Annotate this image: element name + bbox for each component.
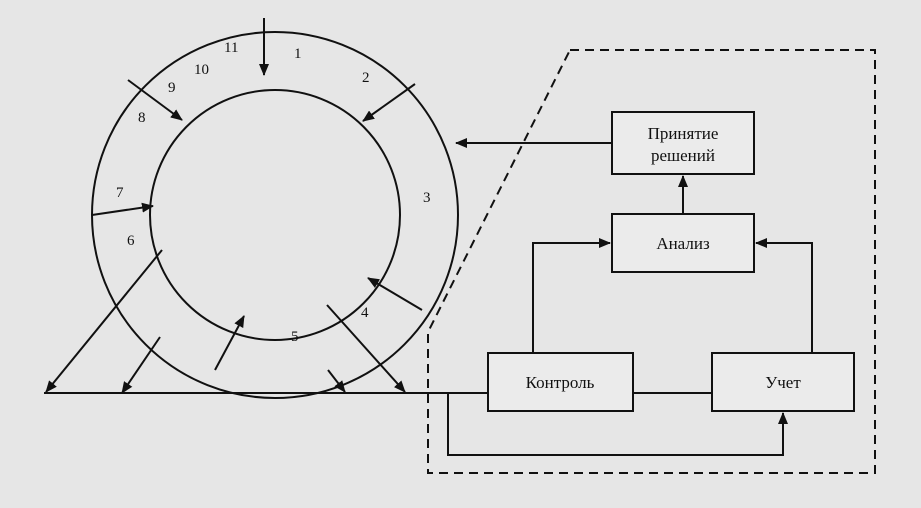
inner-ring (149, 89, 401, 341)
accounting-box (711, 352, 855, 412)
outflow-arrow-4 (326, 304, 406, 393)
control-to-analysis-arrow (532, 238, 611, 353)
outflow-arrow-6 (45, 249, 163, 393)
sector-label-9: 9 (168, 80, 176, 96)
outflow-arrow-5-right (327, 369, 346, 393)
control-label: Контроль (526, 373, 595, 392)
sector-label-7: 7 (116, 185, 124, 201)
sector-label-1: 1 (294, 46, 302, 62)
sector-arrow-2-3 (362, 83, 416, 122)
sector-label-5: 5 (291, 329, 299, 345)
decision-box (611, 111, 755, 175)
analysis-label: Анализ (656, 234, 710, 253)
sector-label-6: 6 (127, 233, 135, 249)
sector-arrow-8-9 (127, 79, 183, 121)
dashed-boundary (427, 49, 876, 474)
decision-label-line2: решений (651, 146, 715, 165)
sector-label-2: 2 (362, 70, 370, 86)
control-box (487, 352, 634, 412)
accounting-label: Учет (765, 373, 801, 392)
sector-label-3: 3 (423, 190, 431, 206)
sector-arrow-5 (214, 315, 245, 371)
sector-label-8: 8 (138, 110, 146, 126)
outer-ring (91, 31, 459, 399)
accounting-to-analysis-arrow (755, 238, 813, 353)
sector-label-10: 10 (194, 62, 209, 78)
control-to-accounting-loop-arrow (447, 392, 788, 456)
sector-arrow-3-4 (367, 277, 423, 311)
sector-arrow-6-7 (91, 202, 154, 216)
sector-label-4: 4 (361, 305, 369, 321)
sector-label-11: 11 (224, 40, 238, 56)
outflow-arrow-5-left (121, 336, 161, 394)
decision-label-line1: Принятие (648, 124, 719, 143)
